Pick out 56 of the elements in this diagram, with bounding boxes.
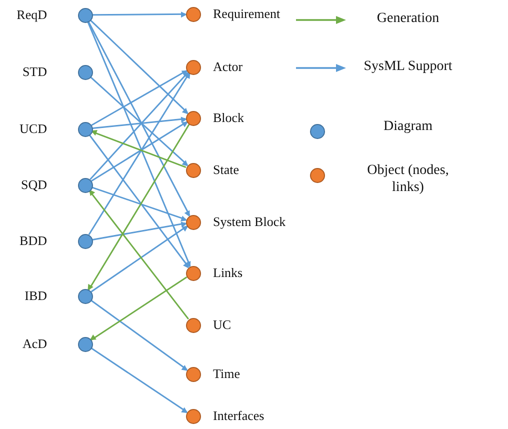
node-label: SQD: [20, 177, 47, 193]
node-label: Links: [213, 265, 243, 281]
arrow: [90, 300, 188, 371]
legend-label: Generation: [376, 10, 440, 27]
arrow: [90, 72, 190, 180]
arrow: [88, 134, 190, 268]
circle-node: [186, 110, 200, 126]
circle-node: [186, 162, 200, 178]
arrow: [91, 70, 188, 126]
arrow: [88, 189, 190, 320]
arrow: [88, 21, 190, 217]
arrow: [92, 12, 187, 18]
node-label: State: [213, 162, 239, 178]
circle-node: [186, 60, 200, 74]
legend-label: Diagram: [382, 118, 434, 135]
circle-node: [186, 408, 200, 424]
legend-label: SysML Support: [362, 58, 454, 75]
circle-node: [186, 266, 200, 280]
arrow: [88, 124, 190, 291]
arrow: [87, 22, 191, 268]
arrow: [90, 121, 188, 182]
node-label: UCD: [20, 121, 47, 137]
node-label: System Block: [213, 214, 286, 230]
node-label: Requirement: [213, 6, 280, 22]
circle-node: [78, 336, 92, 352]
arrow: [92, 186, 188, 222]
circle-node: [78, 178, 92, 192]
arrow: [92, 222, 188, 240]
node-label: IBD: [24, 288, 47, 304]
arrow: [92, 116, 188, 129]
node-label: ReqD: [16, 7, 47, 23]
arrow: [90, 226, 188, 292]
circle-node: [186, 6, 200, 22]
node-label: STD: [22, 64, 47, 80]
arrow: [88, 72, 190, 236]
circle-node: [78, 64, 92, 80]
node-label: Actor: [213, 59, 243, 75]
node-label: Interfaces: [213, 408, 264, 424]
arrow: [90, 76, 188, 166]
circle-node: [186, 366, 200, 382]
node-label: Block: [213, 110, 244, 126]
circle-node: [78, 288, 92, 304]
node-label: Time: [213, 366, 240, 382]
node-label: UC: [213, 317, 232, 333]
circle-node: [186, 318, 200, 332]
arrow: [90, 348, 188, 414]
node-label: BDD: [20, 233, 47, 249]
arrow: [90, 130, 186, 168]
circle-node: [186, 214, 200, 230]
legend-label: Object (nodes, links): [366, 162, 450, 196]
arrow: [90, 20, 188, 114]
node-label: AcD: [22, 336, 47, 352]
circle-node: [78, 234, 92, 248]
circle-node: [78, 8, 92, 22]
circle-node: [78, 122, 92, 136]
arrow: [90, 276, 188, 340]
